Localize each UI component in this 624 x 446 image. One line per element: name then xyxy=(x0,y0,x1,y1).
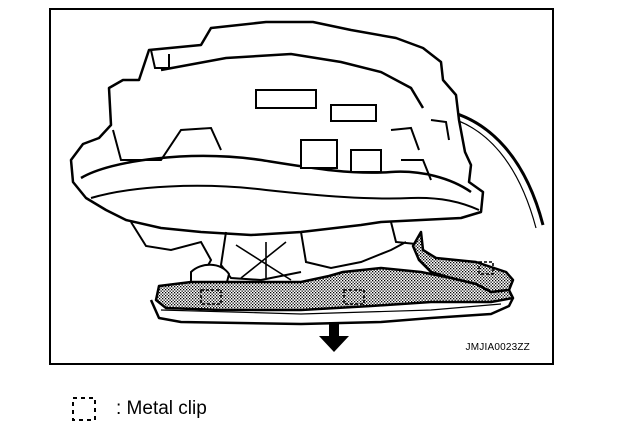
rail-cross xyxy=(235,241,292,281)
trim-cover-main xyxy=(154,266,515,312)
slot-d xyxy=(350,149,382,173)
slot-a xyxy=(255,89,317,109)
spring-clip xyxy=(190,263,231,283)
trim-edge-line xyxy=(160,303,502,315)
bracket-left xyxy=(150,49,170,69)
legend: : Metal clip xyxy=(70,392,207,426)
side-cover-left xyxy=(112,126,222,161)
metal-clip-marker xyxy=(343,289,365,305)
figure-code: JMJIA0023ZZ xyxy=(465,342,530,353)
slot-c xyxy=(300,139,338,169)
trim-lower-lip xyxy=(149,297,515,326)
lower-frame xyxy=(130,221,417,282)
cushion-roll-lower xyxy=(90,184,480,211)
metal-clip-marker xyxy=(478,261,494,275)
legend-label: : Metal clip xyxy=(116,398,207,419)
seat-body-outline xyxy=(69,20,485,237)
arrow-down-icon xyxy=(319,322,349,352)
upper-frame xyxy=(160,52,425,109)
dashed-square-icon xyxy=(72,397,96,421)
diagram-frame: JMJIA0023ZZ xyxy=(49,8,554,365)
hinge-lines xyxy=(390,119,450,181)
seat-trim-illustration xyxy=(69,20,545,352)
slot-b xyxy=(330,104,377,122)
metal-clip-marker xyxy=(200,289,222,305)
